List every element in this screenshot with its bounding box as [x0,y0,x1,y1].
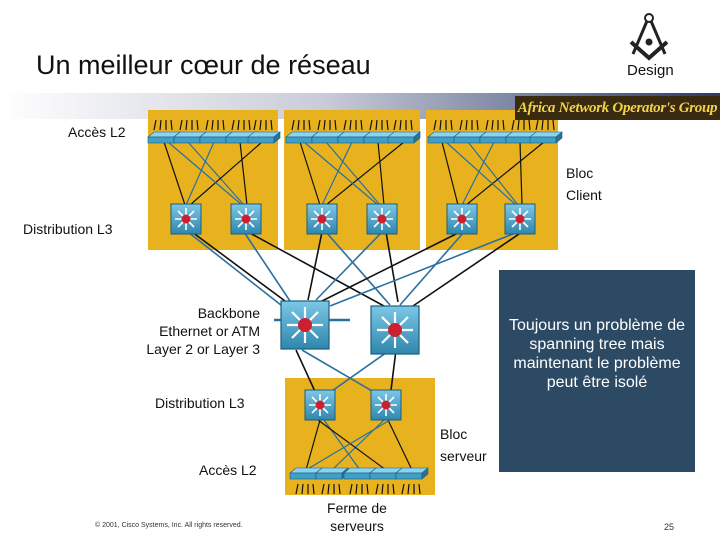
access-links [163,141,545,471]
backbone-label: Backbone Ethernet or ATM Layer 2 or Laye… [120,304,260,358]
backbone-links [187,231,523,399]
client-block-label-line1: Bloc [566,165,594,181]
backbone-label-line1: Backbone [197,305,260,321]
client-block-label-line2: Client [566,187,602,203]
client-block-label: Bloc Client [566,162,602,206]
section-label: Design [627,62,674,79]
backbone-switches [279,299,421,356]
server-block-label-line1: Bloc [440,426,468,442]
page-number: 25 [664,522,675,532]
backbone-label-line2: Ethernet or ATM [159,323,260,339]
compass-square-logo [629,13,669,61]
server-farm-label: Ferme de serveurs [321,499,393,535]
callout-text: Toujours un problème de spanning tree ma… [508,317,686,391]
callout-box [499,270,695,472]
org-banner: Africa Network Operator's Group [515,96,720,120]
server-farm-label-line2: serveurs [330,518,384,534]
distribution-l3-label-bottom: Distribution L3 [155,395,245,411]
server-farm-label-line1: Ferme de [327,500,387,516]
access-l2-label-top: Accès L2 [68,124,126,140]
access-l2-label-bottom: Accès L2 [199,462,257,478]
server-block-label-line2: serveur [440,448,487,464]
footer-copyright: © 2001, Cisco Systems, Inc. All rights r… [95,522,243,529]
distribution-l3-label-top: Distribution L3 [23,221,113,237]
server-block-label: Bloc serveur [440,423,487,467]
slide-title: Un meilleur cœur de réseau [36,50,371,80]
backbone-label-line3: Layer 2 or Layer 3 [146,341,260,357]
